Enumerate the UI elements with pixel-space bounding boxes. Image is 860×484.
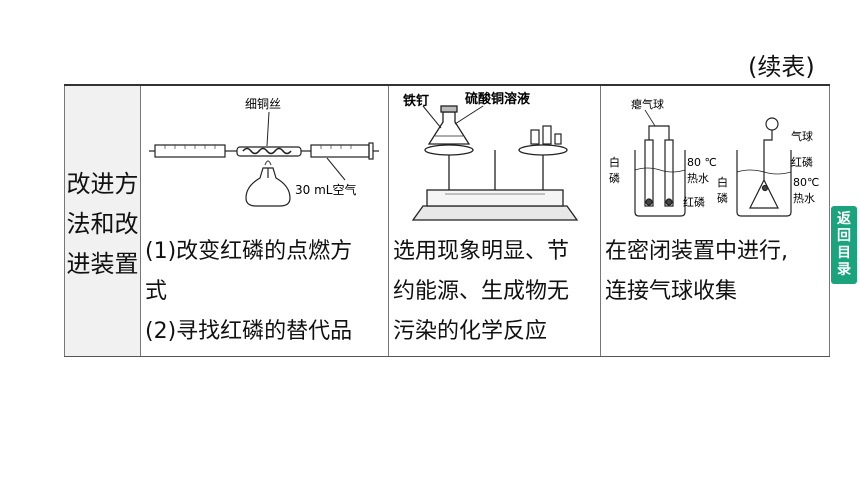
hot-water-right-2: 热水 bbox=[793, 192, 815, 205]
beaker-right bbox=[736, 117, 792, 217]
row-header-text: 改进方 法和改 进装置 bbox=[65, 164, 140, 284]
red-phosphorus-left: 红磷 bbox=[683, 196, 705, 209]
copper-wire-label: 细铜丝 bbox=[245, 96, 281, 111]
flat-balloon-label: 瘪气球 bbox=[631, 97, 664, 111]
white-phosphorus-right-2: 磷 bbox=[717, 192, 728, 205]
hot-water-right-1: 80℃ bbox=[793, 176, 819, 189]
text-line: 污染的化学反应 bbox=[393, 319, 548, 344]
weights bbox=[530, 125, 562, 145]
white-phosphorus-right-1: 白 bbox=[717, 175, 728, 189]
method-text-1: (1)改变红磷的点燃方 式 (2)寻找红磷的替代品 bbox=[145, 232, 386, 352]
flask bbox=[427, 105, 471, 145]
method-cell-sealed: 瘪气球 白 磷 80 ℃ 热水 红磷 气球 红磷 白 磷 80℃ 热水 在密闭装… bbox=[601, 86, 830, 356]
text-line: 连接气球收集 bbox=[605, 279, 738, 304]
text-line: 选用现象明显、节 bbox=[393, 239, 570, 264]
beaker-left bbox=[634, 125, 686, 217]
text-line: 约能源、生成物无 bbox=[393, 279, 570, 304]
row-header-cell: 改进方 法和改 进装置 bbox=[64, 86, 141, 356]
air-volume-label: 30 mL空气 bbox=[295, 182, 356, 197]
copper-sulfate-label: 硫酸铜溶液 bbox=[465, 91, 530, 107]
method-cell-ignition: 细铜丝 30 mL空气 (1)改变红磷的点燃方 式 (2)寻找红磷的替代品 bbox=[141, 86, 389, 356]
hot-water-left-2: 热水 bbox=[687, 172, 709, 185]
return-to-contents-button[interactable]: 返 回 目 录 bbox=[831, 206, 857, 284]
syringe-left bbox=[149, 144, 237, 158]
continued-label: (续表) bbox=[748, 53, 815, 81]
method-text-3: 在密闭装置中进行, 连接气球收集 bbox=[605, 232, 827, 312]
white-phosphorus-left-2: 磷 bbox=[609, 172, 620, 185]
row-header-line: 改进方 bbox=[66, 170, 139, 198]
text-line: (2)寻找红磷的替代品 bbox=[145, 319, 353, 344]
hot-water-left-1: 80 ℃ bbox=[687, 156, 717, 169]
text-line: (1)改变红磷的点燃方 bbox=[145, 239, 353, 264]
syringe-apparatus-figure: 细铜丝 30 mL空气 bbox=[145, 90, 384, 230]
row-header-line: 法和改 bbox=[66, 210, 139, 238]
syringe-right bbox=[301, 142, 379, 160]
return-char: 回 bbox=[837, 228, 851, 244]
return-char: 返 bbox=[837, 211, 851, 227]
row-header-line: 进装置 bbox=[66, 250, 139, 278]
text-line: 式 bbox=[145, 279, 168, 304]
return-char: 录 bbox=[837, 262, 851, 278]
text-line: 在密闭装置中进行, bbox=[605, 239, 788, 264]
method-text-2: 选用现象明显、节 约能源、生成物无 污染的化学反应 bbox=[393, 232, 598, 352]
return-char: 目 bbox=[837, 245, 851, 261]
iron-nail-label: 铁钉 bbox=[402, 93, 429, 109]
balloon-label: 气球 bbox=[791, 129, 813, 143]
sealed-apparatus-figure: 瘪气球 白 磷 80 ℃ 热水 红磷 气球 红磷 白 磷 80℃ 热水 bbox=[605, 90, 825, 230]
method-cell-reaction: 铁钉 硫酸铜溶液 选用现象明显、节 约能源、生成物无 污染的化学反应 bbox=[389, 86, 601, 356]
glass-tube bbox=[236, 146, 302, 157]
balance-apparatus-figure: 铁钉 硫酸铜溶液 bbox=[393, 90, 596, 230]
improvement-table: 改进方 法和改 进装置 bbox=[64, 84, 830, 357]
red-phosphorus-right: 红磷 bbox=[791, 156, 813, 169]
white-phosphorus-left-1: 白 bbox=[609, 155, 620, 169]
alcohol-lamp bbox=[245, 160, 291, 207]
balance bbox=[411, 144, 579, 221]
